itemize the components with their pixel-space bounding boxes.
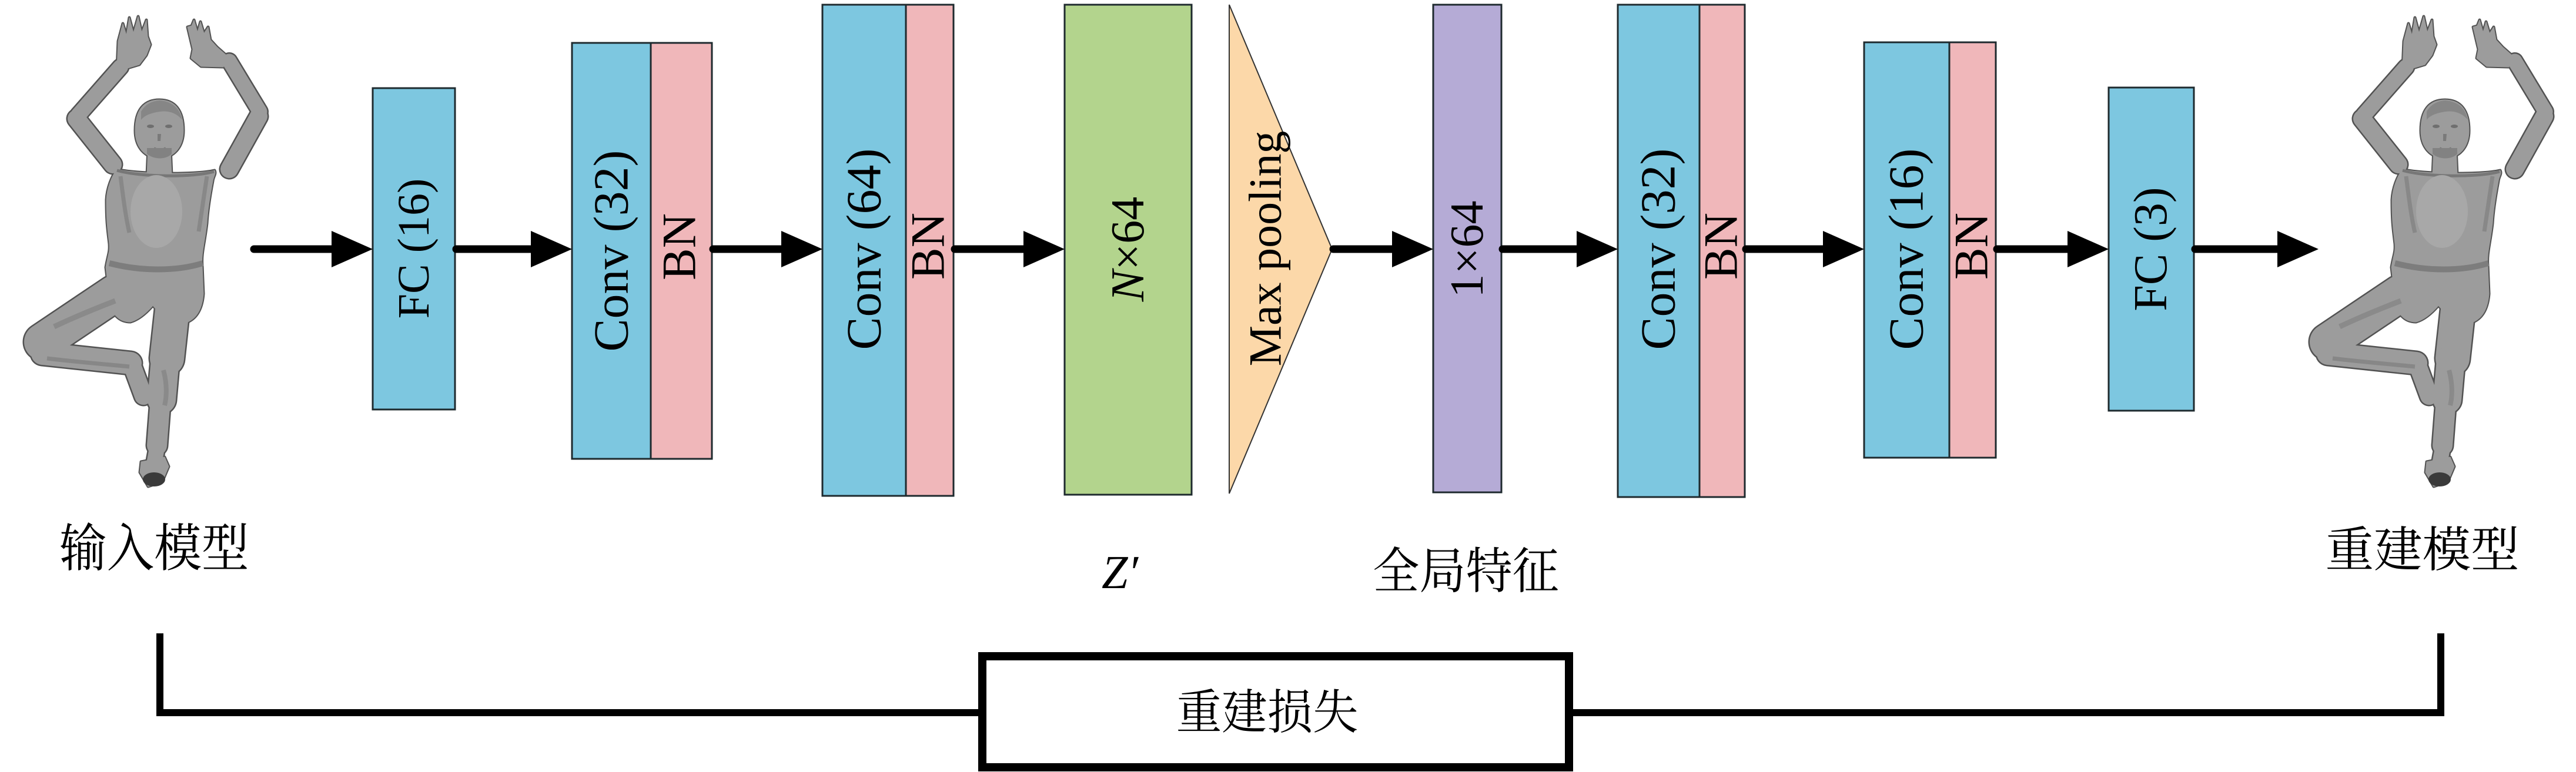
svg-text:FC (16): FC (16)	[389, 179, 439, 319]
svg-text:FC (3): FC (3)	[2125, 187, 2177, 311]
svg-text:Z′: Z′	[1102, 547, 1139, 599]
svg-text:Max pooling: Max pooling	[1240, 131, 1291, 367]
svg-text:Conv (32): Conv (32)	[1631, 149, 1686, 350]
svg-text:1×64: 1×64	[1441, 200, 1493, 297]
svg-text:Conv (16): Conv (16)	[1879, 149, 1934, 350]
svg-text:N×64: N×64	[1102, 197, 1154, 302]
svg-text:BN: BN	[653, 213, 706, 280]
svg-text:BN: BN	[1694, 213, 1748, 280]
svg-text:BN: BN	[901, 213, 955, 280]
svg-text:BN: BN	[1945, 213, 1998, 280]
svg-text:Conv (64): Conv (64)	[837, 149, 892, 350]
svg-text:Conv (32): Conv (32)	[584, 150, 639, 352]
